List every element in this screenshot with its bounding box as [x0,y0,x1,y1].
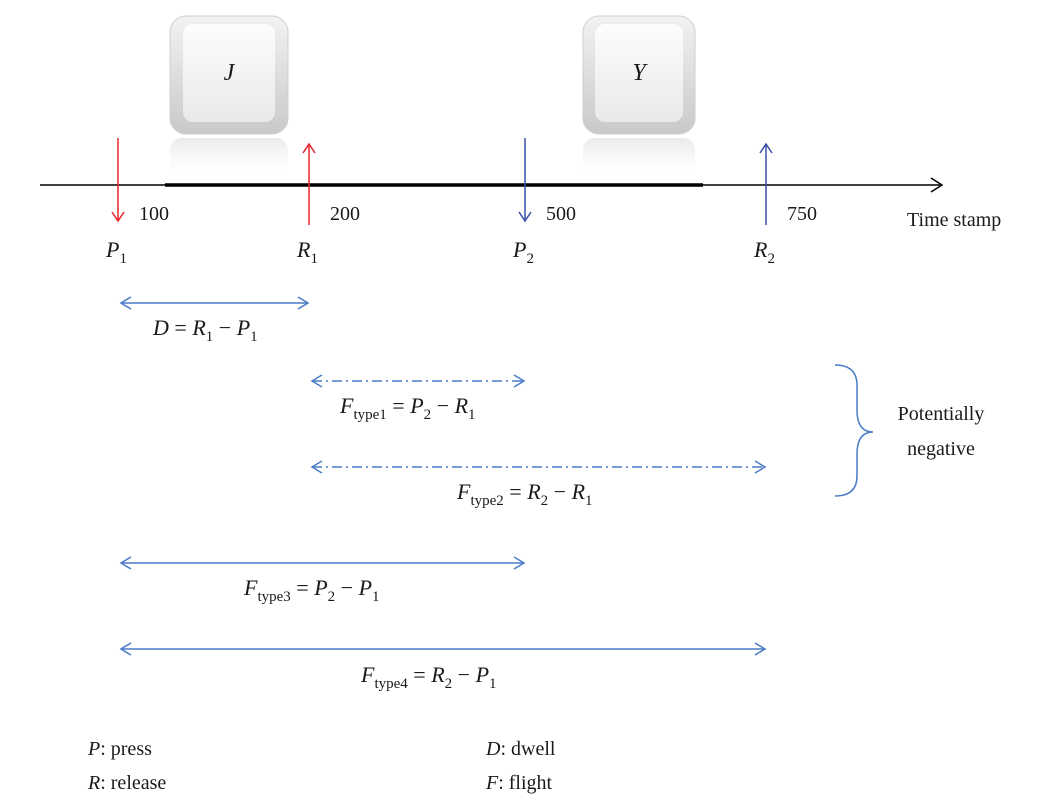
interval-type2: Ftype2 = R2 − R1 [310,460,767,509]
interval-arrowhead-left-type3 [119,556,132,570]
release-arrowhead-r2 [759,142,773,154]
interval-formula-type4: Ftype4 = R2 − P1 [360,662,497,692]
event-label-p1: P1 [105,237,127,267]
press-arrowhead-p2 [518,211,532,223]
event-label-p2: P2 [512,237,534,267]
brace-potentially-negative: Potentially negative [834,364,985,497]
curly-brace [834,364,874,497]
time-stamp-label: Time stamp [907,209,1001,231]
interval-arrowhead-left-type4 [119,642,132,656]
interval-arrowhead-right-dwell [297,296,310,310]
keycap-y: Y [582,15,696,180]
interval-arrowhead-right-type3 [513,556,526,570]
interval-arrowhead-right-type1 [513,374,526,388]
key-label-j: J [224,60,236,86]
interval-dwell: D = R1 − P1 [119,296,310,345]
release-arrowhead-r1 [302,142,316,154]
interval-type3: Ftype3 = P2 − P1 [119,556,526,605]
legend-item-p: P: press [87,738,152,760]
timeline-axis: Time stamp [40,177,1001,231]
event-label-r1: R1 [296,237,318,267]
interval-formula-type3: Ftype3 = P2 − P1 [243,575,380,605]
time-value-p1: 100 [139,203,169,225]
legend: P: press R: release D: dwell F: flight [87,738,556,794]
brace-note-line1: Potentially [898,403,985,425]
key-label-y: Y [632,60,648,86]
interval-formula-type1: Ftype1 = P2 − R1 [339,393,476,423]
press-arrowhead-p1 [111,211,125,223]
interval-arrowhead-right-type4 [754,642,767,656]
legend-item-f: F: flight [485,772,553,794]
interval-arrowhead-right-type2 [754,460,767,474]
interval-arrowhead-left-type2 [310,460,323,474]
interval-arrowhead-left-dwell [119,296,132,310]
time-value-r1: 200 [330,203,360,225]
interval-type1: Ftype1 = P2 − R1 [310,374,526,423]
interval-type4: Ftype4 = R2 − P1 [119,642,767,692]
brace-note-line2: negative [907,438,975,460]
time-value-r2: 750 [787,203,817,225]
legend-item-r: R: release [87,772,166,794]
interval-arrowhead-left-type1 [310,374,323,388]
interval-formula-dwell: D = R1 − P1 [152,315,258,345]
interval-arrows: D = R1 − P1 Ftype1 = P2 − R1 Ftype2 = R2 −… [119,296,767,692]
legend-item-d: D: dwell [485,738,556,760]
event-label-r2: R2 [753,237,775,267]
interval-formula-type2: Ftype2 = R2 − R1 [456,479,593,509]
keycap-j: J [169,15,289,180]
time-value-p2: 500 [546,203,576,225]
